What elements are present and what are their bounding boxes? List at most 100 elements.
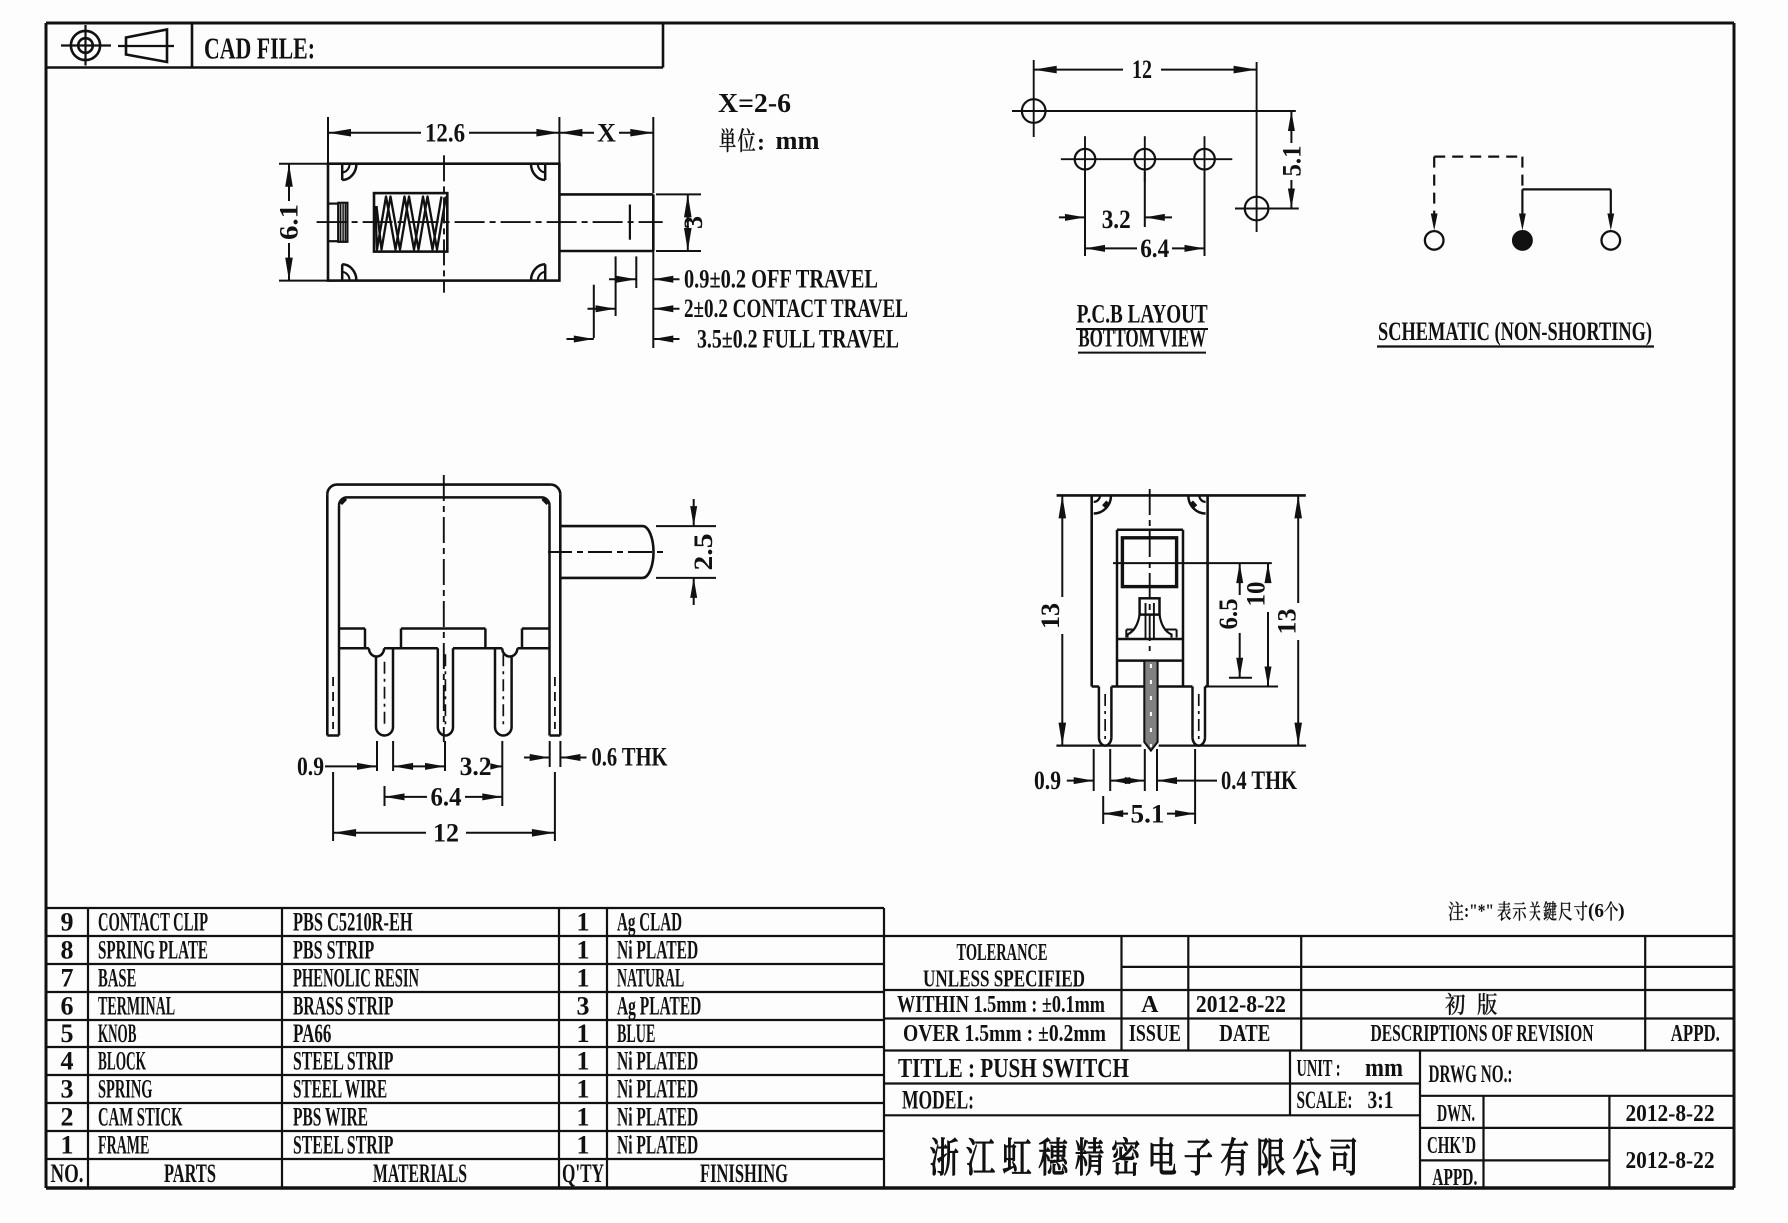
svg-text:Q'TY: Q'TY [562,1159,604,1188]
svg-text:TOLERANCE: TOLERANCE [957,940,1048,966]
svg-text:CHK'D: CHK'D [1427,1133,1476,1159]
svg-text:5: 5 [61,1019,74,1048]
svg-text:BLUE: BLUE [617,1019,655,1048]
svg-text:8: 8 [61,936,74,965]
svg-text:2012-8-22: 2012-8-22 [1196,992,1286,1018]
svg-text:6.5: 6.5 [1214,599,1243,630]
svg-text:mm: mm [1365,1053,1403,1082]
svg-text:BRASS STRIP: BRASS STRIP [293,992,393,1021]
svg-text:1: 1 [61,1131,74,1160]
svg-text:6.4: 6.4 [431,783,462,812]
svg-text:P.C.B LAYOUT: P.C.B LAYOUT [1077,300,1208,329]
svg-text:A: A [1141,992,1159,1018]
svg-text:STEEL WIRE: STEEL WIRE [293,1075,387,1104]
svg-text:2012-8-22: 2012-8-22 [1626,1101,1715,1127]
svg-text:13: 13 [1036,603,1065,629]
svg-text:6.4: 6.4 [1140,234,1169,263]
svg-text:MODEL:: MODEL: [902,1086,974,1115]
svg-text:APPD.: APPD. [1432,1165,1477,1191]
svg-text:Ni PLATED: Ni PLATED [617,936,698,965]
svg-text:Ni PLATED: Ni PLATED [617,1075,698,1104]
svg-text:Ag PLATED: Ag PLATED [617,992,701,1021]
svg-text:5.1: 5.1 [1278,146,1307,177]
svg-text:PARTS: PARTS [164,1159,216,1188]
svg-text:1: 1 [577,964,590,993]
svg-text:FRAME: FRAME [98,1131,149,1160]
svg-text:(6: (6 [1588,900,1604,922]
svg-text:12.6: 12.6 [425,119,465,148]
svg-text:BLOCK: BLOCK [98,1047,146,1076]
svg-text:1: 1 [577,908,590,937]
svg-text:4: 4 [61,1047,74,1076]
svg-text:SPRING: SPRING [98,1075,153,1104]
svg-text:SCALE:: SCALE: [1297,1087,1353,1114]
svg-text:7: 7 [61,964,74,993]
svg-text:PA66: PA66 [293,1019,331,1048]
svg-text:BOTTOM VIEW: BOTTOM VIEW [1078,324,1206,353]
svg-text:Ni PLATED: Ni PLATED [617,1103,698,1132]
svg-text:DATE: DATE [1219,1021,1270,1047]
svg-text:1: 1 [577,1075,590,1104]
svg-text:PBS WIRE: PBS WIRE [293,1103,368,1132]
svg-text:3.2: 3.2 [1102,205,1131,234]
svg-text:TITLE : PUSH SWITCH: TITLE : PUSH SWITCH [898,1053,1129,1083]
svg-text:STEEL STRIP: STEEL STRIP [293,1131,393,1160]
svg-text:UNIT :: UNIT : [1297,1056,1341,1082]
svg-text:10: 10 [1242,582,1271,607]
svg-text::: : [757,130,765,156]
svg-text:0.9±0.2 OFF TRAVEL: 0.9±0.2 OFF TRAVEL [684,265,878,294]
svg-text:UNLESS SPECIFIED: UNLESS SPECIFIED [923,967,1085,993]
svg-text:9: 9 [61,908,74,937]
svg-text:WITHIN 1.5mm : ±0.1mm: WITHIN 1.5mm : ±0.1mm [897,992,1105,1018]
svg-text:6.1: 6.1 [275,204,304,240]
svg-text:3:1: 3:1 [1368,1087,1394,1114]
svg-text:3: 3 [577,992,590,1021]
svg-text:1: 1 [577,1019,590,1048]
svg-text:3: 3 [679,216,708,229]
svg-text:CAM STICK: CAM STICK [98,1103,183,1132]
svg-text:Ni PLATED: Ni PLATED [617,1131,698,1160]
svg-text:0.9: 0.9 [1034,766,1061,795]
svg-text:BASE: BASE [98,964,136,993]
svg-text:2±0.2 CONTACT TRAVEL: 2±0.2 CONTACT TRAVEL [684,294,908,323]
svg-text:13: 13 [1273,609,1302,635]
svg-text:3.5±0.2 FULL TRAVEL: 3.5±0.2 FULL TRAVEL [697,325,899,354]
svg-text:STEEL STRIP: STEEL STRIP [293,1047,393,1076]
svg-text:12: 12 [1132,55,1152,84]
svg-text:SPRING PLATE: SPRING PLATE [98,936,208,965]
svg-text:3.2: 3.2 [460,752,492,781]
svg-text:0.6 THK: 0.6 THK [592,743,669,772]
svg-text:0.4 THK: 0.4 THK [1221,766,1298,795]
svg-text:1: 1 [577,1103,590,1132]
svg-text:NO.: NO. [51,1159,84,1188]
svg-text:Ag CLAD: Ag CLAD [617,908,682,937]
svg-text:2012-8-22: 2012-8-22 [1626,1148,1715,1174]
svg-text:OVER 1.5mm : ±0.2mm: OVER 1.5mm : ±0.2mm [903,1021,1106,1047]
svg-text:DESCRIPTIONS OF REVISION: DESCRIPTIONS OF REVISION [1371,1021,1594,1047]
svg-text:PHENOLIC RESIN: PHENOLIC RESIN [293,964,419,993]
svg-text:X: X [597,119,616,148]
svg-text:CONTACT CLIP: CONTACT CLIP [98,908,208,937]
svg-text:): ) [1618,900,1625,922]
svg-text:CAD FILE:: CAD FILE: [204,31,315,66]
svg-text:PBS C5210R-EH: PBS C5210R-EH [293,908,413,937]
svg-text:1: 1 [577,1131,590,1160]
svg-text:APPD.: APPD. [1671,1021,1720,1047]
svg-text:5.1: 5.1 [1131,800,1165,829]
svg-text::"*": :"*" [1464,901,1494,922]
svg-text:mm: mm [776,126,820,155]
svg-text:NATURAL: NATURAL [617,964,684,993]
svg-text:1: 1 [577,936,590,965]
svg-text:0.9: 0.9 [297,752,324,781]
svg-text:12: 12 [433,819,459,848]
svg-text:PBS STRIP: PBS STRIP [293,936,374,965]
svg-text:TERMINAL: TERMINAL [98,992,175,1021]
svg-text:1: 1 [577,1047,590,1076]
svg-text:2: 2 [61,1103,74,1132]
svg-text:KNOB: KNOB [98,1019,136,1048]
svg-text:6: 6 [61,992,74,1021]
svg-text:ISSUE: ISSUE [1129,1021,1181,1047]
svg-text:2.5: 2.5 [689,534,718,571]
svg-text:MATERIALS: MATERIALS [373,1159,467,1188]
svg-text:SCHEMATIC (NON-SHORTING): SCHEMATIC (NON-SHORTING) [1378,317,1652,346]
